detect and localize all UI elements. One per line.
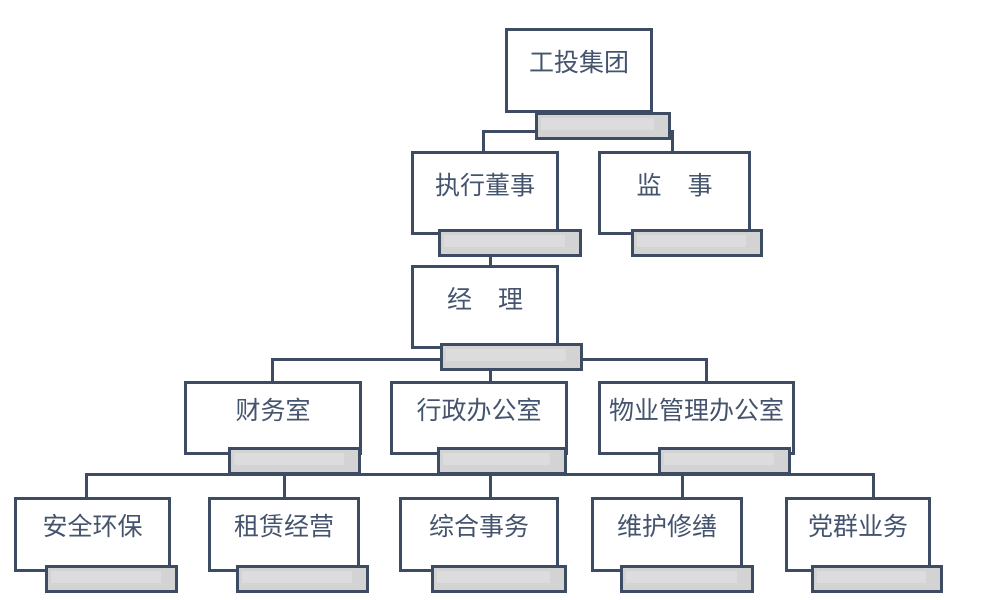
connector-to-finance-office [271, 358, 274, 381]
org-node-bar-inner [242, 571, 352, 583]
org-node-box: 租赁经营 [208, 497, 360, 572]
org-node-bar [811, 565, 943, 593]
org-node-box: 监事 [598, 151, 751, 235]
org-node-bar-inner [444, 235, 565, 247]
connector-to-executive-director [482, 130, 485, 151]
org-node-property-office[interactable]: 物业管理办公室 [598, 381, 808, 481]
org-node-bar [535, 112, 671, 140]
org-node-box: 安全环保 [14, 497, 171, 572]
org-node-box: 工投集团 [505, 28, 653, 113]
org-node-box: 物业管理办公室 [598, 381, 795, 455]
org-node-bar-inner [443, 453, 550, 465]
org-node-manager[interactable]: 经理 [411, 265, 583, 371]
connector-to-safety-env [85, 473, 88, 497]
org-node-bar [236, 565, 369, 593]
org-node-box: 维护修缮 [591, 497, 743, 572]
connector-to-property-office [705, 358, 708, 381]
org-node-label: 租赁经营 [233, 512, 334, 541]
org-node-bar-inner [234, 453, 344, 465]
org-node-box: 财务室 [184, 381, 362, 455]
org-node-safety-env[interactable]: 安全环保 [14, 497, 189, 593]
org-node-box: 执行董事 [411, 151, 559, 235]
org-node-label: 综合事务 [428, 512, 529, 541]
connector-to-party-affairs [872, 473, 875, 497]
org-node-bar-inner [437, 571, 550, 583]
org-node-bar-inner [541, 118, 654, 130]
org-node-group[interactable]: 工投集团 [505, 28, 671, 140]
org-node-label: 行政办公室 [416, 395, 542, 425]
org-node-bar-inner [817, 571, 926, 583]
org-node-label: 工投集团 [528, 48, 629, 77]
org-node-finance-office[interactable]: 财务室 [184, 381, 369, 481]
org-node-label: 监事 [636, 170, 739, 200]
org-node-label: 物业管理办公室 [608, 395, 784, 425]
connector-to-supervisor [671, 130, 674, 151]
org-node-bar-inner [637, 235, 746, 247]
org-node-bar [620, 565, 754, 593]
connector-to-leasing [283, 473, 286, 497]
org-node-label: 维护修缮 [616, 512, 717, 541]
org-node-party-affairs[interactable]: 党群业务 [785, 497, 960, 593]
org-node-bar [658, 447, 791, 475]
org-node-bar [631, 229, 763, 257]
org-node-admin-office[interactable]: 行政办公室 [390, 381, 575, 481]
org-node-label: 财务室 [235, 395, 311, 425]
org-node-box: 行政办公室 [390, 381, 568, 455]
org-node-label: 安全环保 [42, 512, 143, 541]
org-node-leasing[interactable]: 租赁经营 [208, 497, 383, 593]
org-node-bar-inner [664, 453, 774, 465]
org-node-executive-director[interactable]: 执行董事 [411, 151, 582, 257]
org-node-label: 执行董事 [434, 170, 535, 200]
org-node-label: 党群业务 [807, 512, 908, 541]
org-node-bar [45, 565, 178, 593]
org-node-box: 党群业务 [785, 497, 931, 572]
org-node-bar-inner [626, 571, 737, 583]
org-node-box: 经理 [411, 265, 559, 349]
org-node-label: 经理 [446, 284, 549, 314]
org-node-bar [431, 565, 567, 593]
org-node-box: 综合事务 [399, 497, 559, 572]
org-node-bar [440, 343, 583, 371]
org-node-maintenance[interactable]: 维护修缮 [591, 497, 766, 593]
org-node-supervisor[interactable]: 监事 [598, 151, 768, 257]
connector-to-general-affairs [489, 473, 492, 497]
org-node-bar [228, 447, 361, 475]
org-node-bar-inner [446, 349, 566, 361]
org-node-general-affairs[interactable]: 综合事务 [399, 497, 574, 593]
connector-to-maintenance [681, 473, 684, 497]
org-node-bar [438, 229, 582, 257]
org-node-bar [437, 447, 567, 475]
org-node-bar-inner [51, 571, 161, 583]
